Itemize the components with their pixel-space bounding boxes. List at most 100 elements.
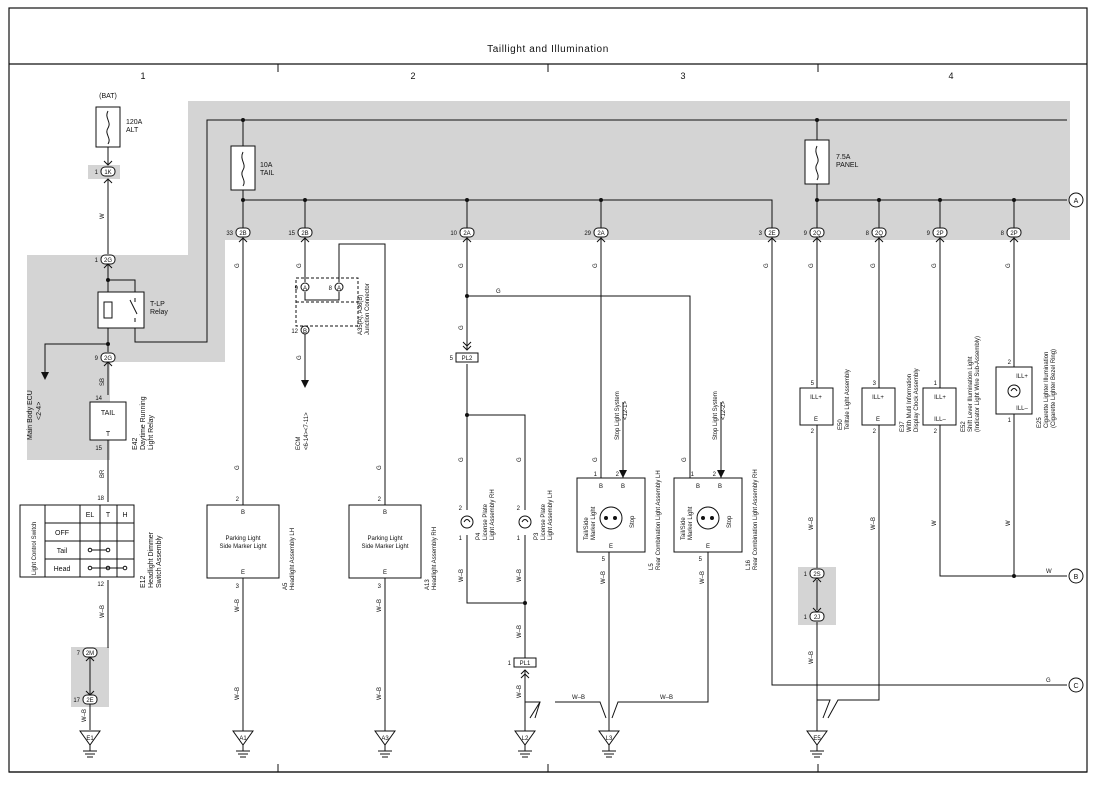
diagram-title: Taillight and Illumination bbox=[487, 44, 609, 55]
e50-ill: ILL+ bbox=[810, 395, 822, 401]
e25-ill: ILL+ bbox=[1016, 374, 1028, 380]
wire-label-wb-7: W–B bbox=[459, 569, 465, 582]
wire-color-labels: W SB BR W–B W–B G G W–B W–B G G G W–B W–… bbox=[82, 213, 1052, 722]
wire-label-g-2: G bbox=[235, 465, 241, 470]
wire-label-g-12: G bbox=[593, 457, 599, 462]
column-4-label: 4 bbox=[948, 71, 953, 81]
ground-a3: A3 bbox=[381, 736, 389, 742]
daytime-running-light-relay bbox=[89, 401, 127, 441]
parking-rh-b: B bbox=[383, 510, 387, 516]
junction-id: A35(A), A36(B) bbox=[358, 295, 364, 335]
connector-2G-top-pin: 1 bbox=[95, 258, 99, 264]
off-page-B bbox=[1068, 568, 1084, 584]
diagram-frame bbox=[8, 7, 1088, 773]
t-lp-relay-label: Relay bbox=[150, 309, 168, 316]
wire-label-wb-4: W–B bbox=[235, 687, 241, 700]
license-plate-light-lh-bulb bbox=[518, 515, 532, 529]
e37-pin-top: 3 bbox=[873, 381, 877, 387]
combo-rh-e: E bbox=[706, 544, 710, 550]
junction-pin8: 8 bbox=[329, 286, 333, 292]
parking-lh-id: A5 bbox=[283, 582, 289, 590]
connector-2A-29-id: 2A bbox=[597, 231, 604, 237]
switch-row-head: Head bbox=[54, 566, 71, 573]
connector-1K-pin: 1 bbox=[95, 170, 99, 176]
switch-name2: Switch Assembly bbox=[156, 535, 163, 588]
parking-lh-line2: Side Marker Light bbox=[219, 544, 266, 550]
junction-pinA1: A bbox=[303, 286, 307, 292]
connector-2B-15-pin: 15 bbox=[288, 231, 295, 237]
wire-label-g-15: G bbox=[1046, 678, 1051, 684]
wire-label-w-2: W bbox=[932, 520, 938, 526]
parking-rh-id: A13 bbox=[425, 579, 431, 590]
e25-id: E25 bbox=[1037, 417, 1043, 428]
connector-2E-17-id: 2E bbox=[86, 698, 93, 704]
tail-relay-pin-bottom: 15 bbox=[95, 446, 102, 452]
main-body-ecu-arrow bbox=[41, 372, 49, 380]
main-body-ecu-ref: <2-4> bbox=[36, 402, 43, 420]
switch-col-el: EL bbox=[86, 512, 95, 519]
connector-2Q-8 bbox=[871, 227, 887, 238]
wires bbox=[44, 119, 1067, 732]
combo-lh-e: E bbox=[609, 544, 613, 550]
connector-1K bbox=[100, 166, 116, 177]
telltale-light-assembly bbox=[799, 387, 834, 426]
junction-pinB: B bbox=[303, 329, 307, 335]
pl2-pin: 5 bbox=[450, 356, 454, 362]
connector-2P-9-id: 2P bbox=[936, 231, 943, 237]
license-rh-pin-top: 2 bbox=[459, 506, 463, 512]
tail-relay-name: Daytime Running bbox=[140, 396, 147, 450]
license-lh-name: License Plate bbox=[541, 503, 547, 540]
combo-rh-side2: Marker Light bbox=[688, 506, 694, 540]
wire-label-g-3: G bbox=[297, 263, 303, 268]
wire-label-wb-6: W–B bbox=[377, 687, 383, 700]
combo-lh-b1: B bbox=[599, 484, 603, 490]
connector-2B-33 bbox=[235, 227, 251, 238]
wire-label-g-19: G bbox=[1006, 263, 1012, 268]
e37-ill: ILL+ bbox=[872, 395, 884, 401]
t-lp-relay-name: T-LP bbox=[150, 301, 165, 308]
off-page-B-label: B bbox=[1074, 574, 1079, 581]
parking-rh-pin-bottom: 3 bbox=[378, 584, 382, 590]
rear-combination-light-rh bbox=[673, 477, 743, 553]
wire-label-w-4: W bbox=[1046, 569, 1052, 575]
combo-lh-b2: B bbox=[621, 484, 625, 490]
connector-2Q-8-id: 2Q bbox=[875, 231, 883, 237]
license-lh-pin-top: 2 bbox=[517, 506, 521, 512]
combo-lh-side: Tail/Side bbox=[584, 517, 590, 540]
connector-2G-bottom-pin: 9 bbox=[95, 356, 99, 362]
tail-relay-t: T bbox=[106, 431, 111, 438]
wire-label-g-18: G bbox=[932, 263, 938, 268]
junction-pin9: 9 bbox=[295, 286, 299, 292]
parking-light-rh bbox=[348, 504, 422, 579]
ground-symbols bbox=[79, 730, 828, 758]
connector-2E-3-id: 2E bbox=[768, 231, 775, 237]
clock-assembly bbox=[861, 387, 896, 426]
ecm-arrow bbox=[301, 380, 309, 388]
column-1-label: 1 bbox=[140, 71, 145, 81]
junction-block-area bbox=[27, 101, 1070, 460]
wire-label-wb-12: W–B bbox=[660, 695, 673, 701]
e37-e: E bbox=[876, 417, 880, 423]
pl2-id: PL2 bbox=[462, 356, 473, 362]
wire-label-g-9: G bbox=[459, 457, 465, 462]
ecm-label: ECM bbox=[296, 437, 302, 450]
license-lh-id: P3 bbox=[534, 532, 540, 540]
ground-l3: L3 bbox=[606, 736, 613, 742]
license-rh-pin-bottom: 1 bbox=[459, 536, 463, 542]
connector-2P-8-id: 2P bbox=[1010, 231, 1017, 237]
bat-label: (BAT) bbox=[99, 93, 117, 100]
cigarette-lighter-illumination bbox=[995, 366, 1033, 415]
combo-lh-pin2: 2 bbox=[616, 472, 620, 478]
parking-rh-name: Headlight Assembly RH bbox=[432, 527, 438, 590]
wire-label-w-3: W bbox=[1006, 520, 1012, 526]
fuse-alt-name: ALT bbox=[126, 127, 139, 134]
connector-2E-3 bbox=[764, 227, 780, 238]
stop-lh-ref: <12-1> bbox=[623, 400, 629, 420]
e25-name: Cigarette Lighter Illumination bbox=[1044, 352, 1050, 428]
wire-label-g-4: G bbox=[297, 355, 303, 360]
off-page-C bbox=[1068, 677, 1084, 693]
parking-lh-e: E bbox=[241, 570, 245, 576]
connector-2E-17-pin: 17 bbox=[73, 698, 80, 704]
junction-connector bbox=[295, 277, 359, 335]
combo-rh-side: Tail/Side bbox=[681, 517, 687, 540]
